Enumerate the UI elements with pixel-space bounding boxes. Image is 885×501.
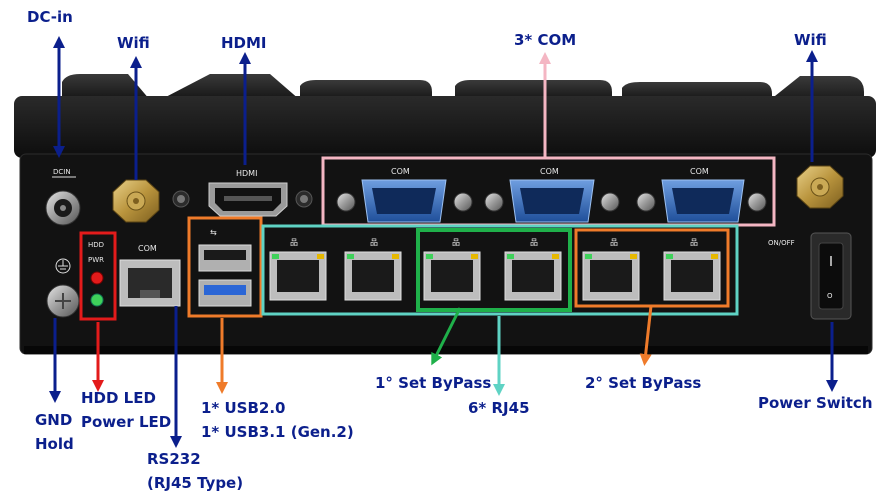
com-left-silk-label: COM — [138, 244, 157, 253]
power-led-icon — [90, 293, 104, 307]
com-b-silk-label: COM — [540, 167, 559, 176]
gnd-label: GND — [35, 411, 72, 429]
rs232-type-label: (RJ45 Type) — [147, 474, 243, 492]
rj45-port: 品 — [582, 238, 640, 301]
dc-in-jack: DCIN — [45, 168, 81, 226]
bypass1-box — [416, 228, 572, 312]
rj45-port: 品 — [504, 238, 562, 301]
wifi-antenna-left — [112, 179, 160, 223]
wifi-right-label: Wifi — [794, 31, 827, 49]
power-switch: ON/OFF O — [768, 232, 852, 320]
usb20-label: 1* USB2.0 — [201, 399, 286, 417]
usb2-port: ⇆ — [198, 228, 252, 272]
bypass2-label: 2° Set ByPass — [585, 374, 701, 392]
network-icon: 品 — [452, 238, 460, 247]
hdmi-label: HDMI — [221, 34, 267, 52]
network-icon: 品 — [370, 238, 378, 247]
usb-icon: ⇆ — [210, 228, 217, 237]
power-off-mark: O — [827, 292, 833, 300]
wifi-left-label: Wifi — [117, 34, 150, 52]
hdd-led-label: HDD LED — [81, 389, 156, 407]
network-icon: 品 — [610, 238, 618, 247]
bypass2-arrow — [639, 305, 653, 366]
power-led-label: Power LED — [81, 413, 171, 431]
network-icon: 品 — [290, 238, 298, 247]
hdd-led-icon — [90, 271, 104, 285]
led-group-box — [79, 231, 117, 321]
dc-in-label: DC-in — [27, 8, 73, 26]
hdmi-silk-label: HDMI — [236, 169, 257, 178]
network-icon: 品 — [530, 238, 538, 247]
usb3-port — [198, 279, 252, 307]
hold-label: Hold — [35, 435, 74, 453]
hdmi-port: HDMI — [208, 169, 288, 217]
pwr-silk-label: PWR — [88, 256, 104, 264]
com-port-c: COM — [636, 167, 767, 223]
rj45-port: 品 — [663, 238, 721, 301]
com-port-a: COM — [336, 167, 473, 223]
bypass1-arrow — [431, 307, 462, 366]
hdd-silk-label: HDD — [88, 241, 104, 249]
com-a-silk-label: COM — [391, 167, 410, 176]
com-c-silk-label: COM — [690, 167, 709, 176]
usb-group-box — [187, 216, 263, 318]
rs232-port: COM — [119, 244, 181, 307]
bypass2-box — [574, 228, 730, 308]
ground-screw — [46, 258, 80, 318]
usb31-label: 1* USB3.1 (Gen.2) — [201, 423, 354, 441]
dcin-silk-label: DCIN — [53, 168, 71, 176]
rj45-label: 6* RJ45 — [468, 399, 530, 417]
rj45-group-box — [261, 224, 739, 316]
bypass1-label: 1° Set ByPass — [375, 374, 491, 392]
com-label: 3* COM — [514, 31, 576, 49]
network-icon: 品 — [690, 238, 698, 247]
rs232-label: RS232 — [147, 450, 201, 468]
wifi-antenna-right — [796, 165, 844, 209]
onoff-silk-label: ON/OFF — [768, 239, 795, 247]
power-switch-label: Power Switch — [758, 394, 873, 412]
rj45-port: 品 — [423, 238, 481, 301]
com-port-b: COM — [484, 167, 620, 223]
rj45-port: 品 — [269, 238, 327, 301]
rj45-port: 品 — [344, 238, 402, 301]
